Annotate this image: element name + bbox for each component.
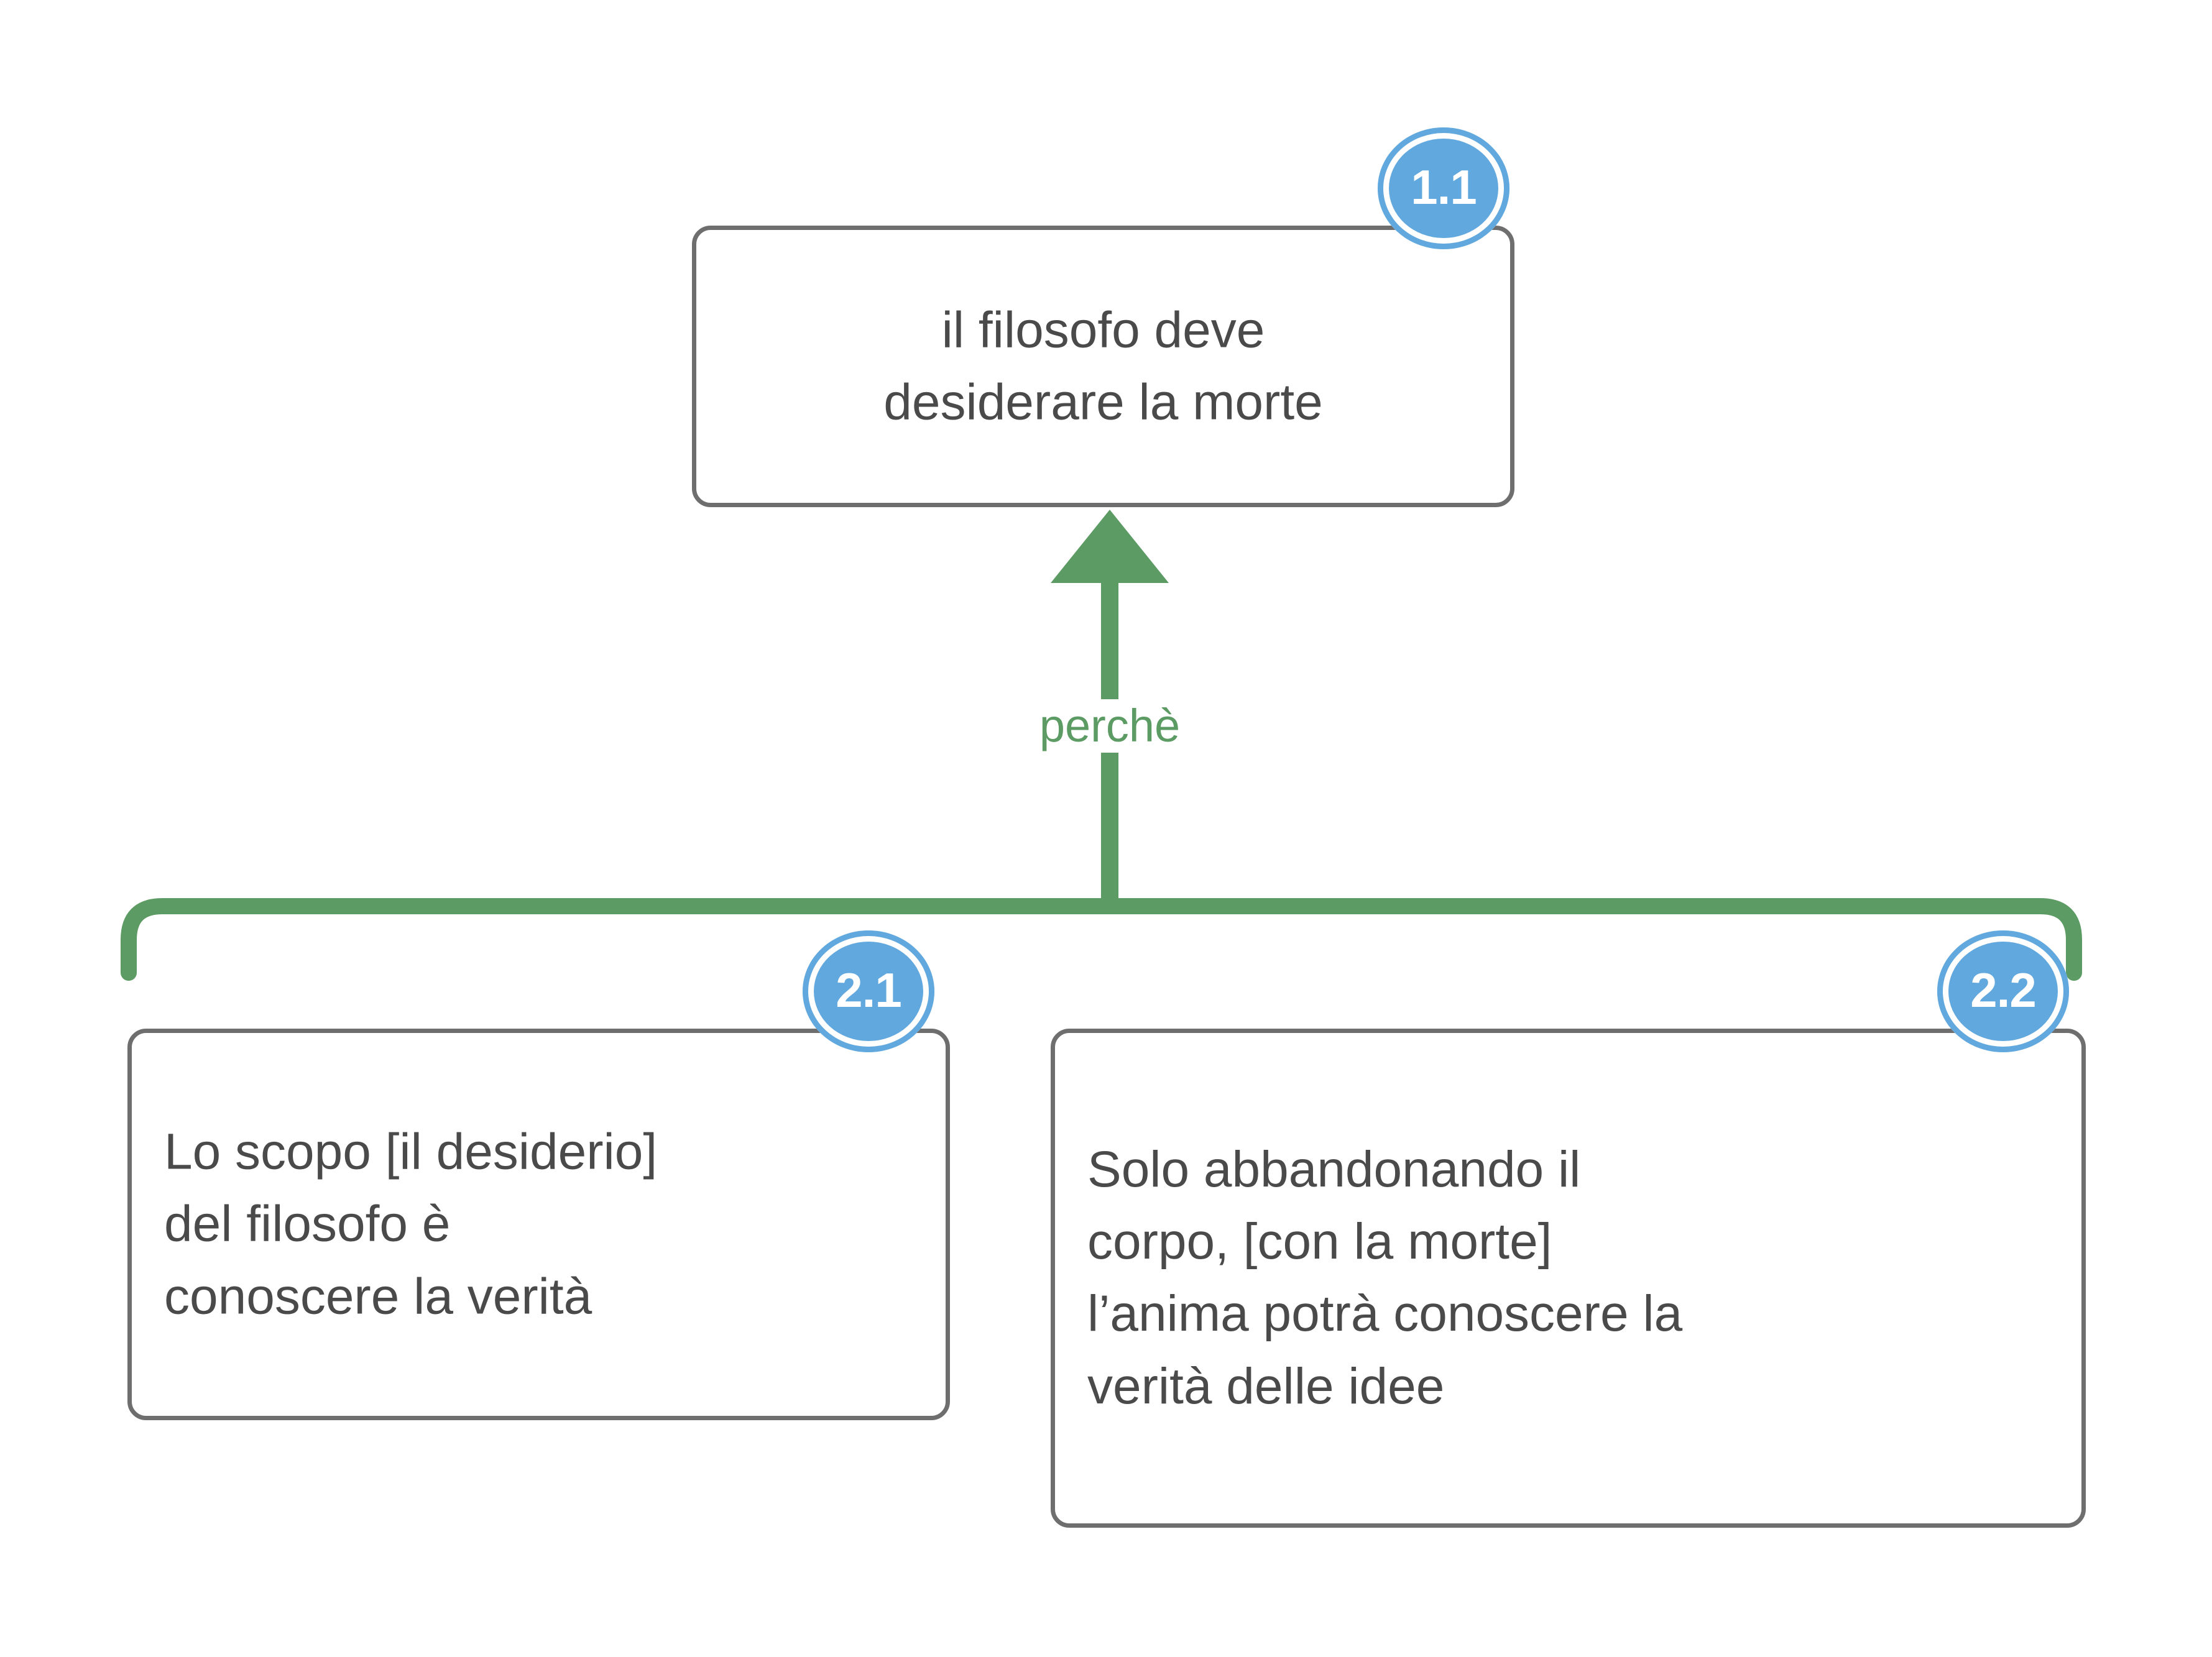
node-badge-2-2[interactable]: 2.2 [1937, 930, 2069, 1052]
claim-box-2-2[interactable]: Solo abbandonando il corpo, [con la mort… [1051, 1029, 2086, 1528]
node-badge-2-1[interactable]: 2.1 [803, 930, 934, 1052]
claim-text-2-2: Solo abbandonando il corpo, [con la mort… [1087, 1141, 1683, 1415]
node-badge-label-2-2: 2.2 [1970, 963, 2036, 1017]
node-badge-label-1-1: 1.1 [1411, 160, 1477, 214]
claim-text-1-1: il filosofo deve desiderare la morte [883, 301, 1323, 431]
node-badge-1-1[interactable]: 1.1 [1378, 127, 1509, 249]
claim-text-2-1: Lo scopo [il desiderio] del filosofo è c… [164, 1123, 658, 1325]
claim-box-2-1[interactable]: Lo scopo [il desiderio] del filosofo è c… [127, 1029, 950, 1420]
claim-box-1-1[interactable]: il filosofo deve desiderare la morte [692, 226, 1514, 507]
relation-label-perche: perchè [1025, 699, 1194, 753]
co-premise-bar [121, 898, 2082, 981]
node-badge-label-2-1: 2.1 [836, 963, 901, 1017]
